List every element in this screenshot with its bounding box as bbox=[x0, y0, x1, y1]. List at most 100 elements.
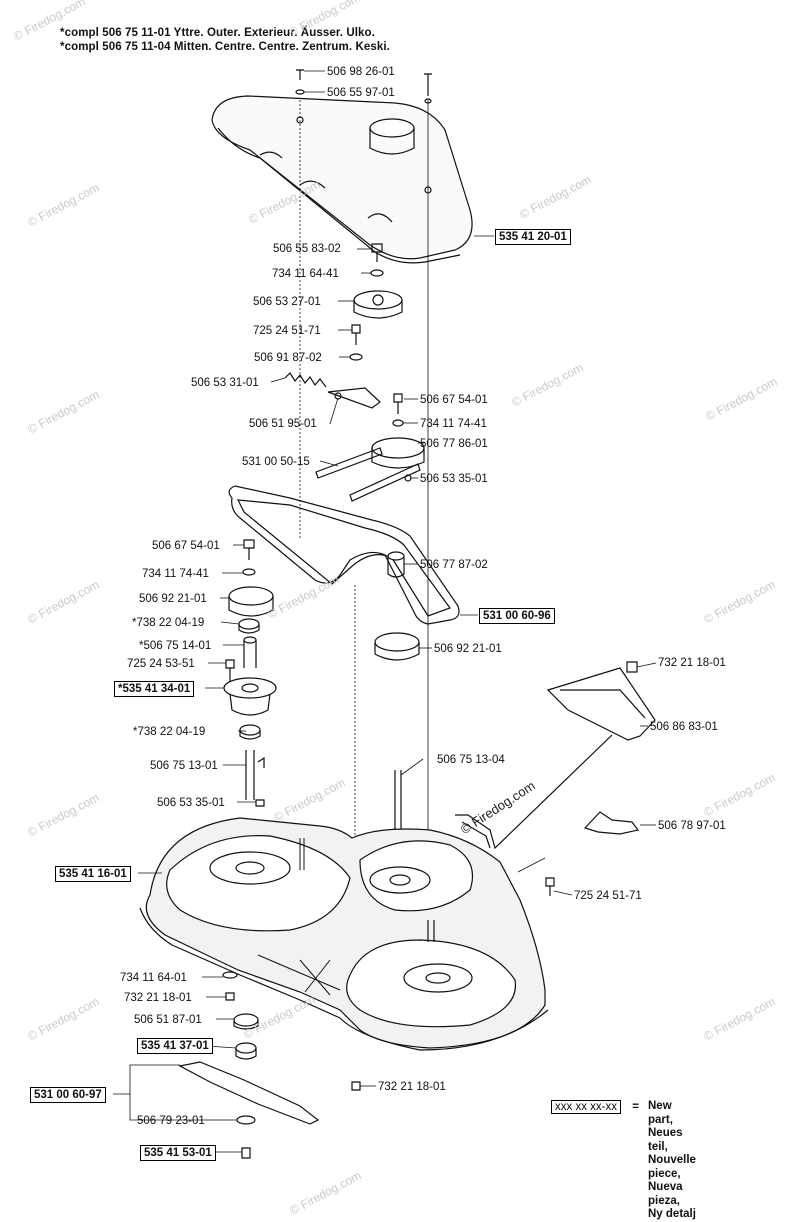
spindle-housing-535-41-34-01 bbox=[223, 677, 277, 699]
part-label-new[interactable]: 535 41 20-01 bbox=[495, 229, 571, 245]
leader bbox=[636, 662, 657, 668]
pulley-506-92-21-01-left bbox=[228, 586, 274, 606]
deck-hole-left bbox=[209, 851, 291, 885]
shaft-506-75-13-01 bbox=[245, 750, 255, 800]
belt-cover-plate bbox=[211, 95, 473, 260]
part-label[interactable]: 725 24 51-71 bbox=[574, 890, 642, 902]
part-label[interactable]: 506 53 27-01 bbox=[253, 296, 321, 308]
bearing-738-22-04-19 bbox=[238, 618, 260, 630]
washer-734-11-64-01 bbox=[222, 971, 238, 979]
part-label[interactable]: 506 79 23-01 bbox=[137, 1115, 205, 1127]
bolt-725-24-51-71-right bbox=[545, 877, 555, 896]
part-label[interactable]: 506 75 13-04 bbox=[437, 754, 505, 766]
part-label[interactable]: 506 75 13-01 bbox=[150, 760, 218, 772]
legend: xxx xx xx-xx = New part, Neues teil, Nou… bbox=[551, 1100, 696, 1220]
washer-506-79-23-01 bbox=[236, 1115, 256, 1125]
belt-531-00-60-96 bbox=[228, 485, 460, 625]
part-label[interactable]: 506 51 87-01 bbox=[134, 1014, 202, 1026]
part-label-new[interactable]: 531 00 60-97 bbox=[30, 1087, 106, 1103]
legend-line: Nouvelle piece, bbox=[648, 1154, 696, 1180]
part-label[interactable]: 506 55 97-01 bbox=[327, 87, 395, 99]
part-label-new[interactable]: 535 41 53-01 bbox=[140, 1145, 216, 1161]
bolt-506-67-54-01-left bbox=[243, 539, 255, 560]
spring-506-53-31-01 bbox=[284, 372, 327, 388]
part-label[interactable]: *738 22 04-19 bbox=[132, 617, 205, 629]
key-506-53-35-01 bbox=[255, 799, 265, 807]
part-label[interactable]: 732 21 18-01 bbox=[124, 992, 192, 1004]
bolt-725-24-51-71 bbox=[351, 324, 361, 345]
part-label[interactable]: 725 24 53-51 bbox=[127, 658, 195, 670]
cover-notch bbox=[299, 180, 326, 189]
hub-535-41-37-01 bbox=[235, 1042, 257, 1054]
part-label[interactable]: 734 11 64-01 bbox=[120, 972, 187, 984]
deck-skirt bbox=[139, 907, 549, 1051]
part-label[interactable]: 506 53 35-01 bbox=[420, 473, 488, 485]
rod-inner bbox=[461, 821, 491, 849]
part-label[interactable]: 506 78 97-01 bbox=[658, 820, 726, 832]
cover-collar-body bbox=[369, 128, 415, 155]
part-label[interactable]: 506 98 26-01 bbox=[327, 66, 395, 78]
leader-lines bbox=[113, 70, 656, 1153]
washer-734-11-64-41 bbox=[370, 269, 384, 277]
part-label[interactable]: *738 22 04-19 bbox=[133, 726, 206, 738]
legend-code: xxx xx xx-xx bbox=[551, 1100, 621, 1114]
part-label[interactable]: 732 21 18-01 bbox=[378, 1081, 446, 1093]
pulley-506-92-21-01-right bbox=[374, 632, 420, 652]
part-label[interactable]: 732 21 18-01 bbox=[658, 657, 726, 669]
part-label-new[interactable]: *535 41 34-01 bbox=[114, 681, 195, 697]
part-label[interactable]: 506 55 83-02 bbox=[273, 243, 341, 255]
cover-notch bbox=[367, 213, 393, 223]
part-label-new[interactable]: 531 00 60-96 bbox=[479, 608, 555, 624]
legend-line: New part, bbox=[648, 1100, 673, 1126]
legend-line: Nueva pieza, bbox=[648, 1181, 683, 1207]
header-line-2: *compl 506 75 11-04 Mitten. Centre. Cent… bbox=[60, 41, 390, 53]
bolt-right-top bbox=[424, 73, 432, 96]
cover-notch bbox=[259, 151, 283, 159]
small-chain-506-78-97-01 bbox=[583, 811, 640, 835]
part-label[interactable]: 506 51 95-01 bbox=[249, 418, 317, 430]
bracket-506-86-83-01 bbox=[546, 667, 656, 741]
washer-734-11-74-41 bbox=[392, 419, 404, 427]
part-label[interactable]: 734 11 74-41 bbox=[420, 418, 487, 430]
belt-guide-531-00-50-15 bbox=[315, 447, 383, 479]
part-label[interactable]: 734 11 64-41 bbox=[272, 268, 339, 280]
part-label[interactable]: 506 67 54-01 bbox=[420, 394, 488, 406]
nut-732-21-18-01 bbox=[225, 992, 235, 1001]
legend-line: Neues teil, bbox=[648, 1127, 683, 1153]
bearing-738-22-04-19-lower bbox=[239, 724, 261, 736]
part-label[interactable]: 506 77 87-02 bbox=[420, 559, 488, 571]
spacer-506-77-87-02 bbox=[387, 551, 405, 561]
cover-collar bbox=[369, 118, 415, 138]
part-label[interactable]: 506 92 21-01 bbox=[139, 593, 207, 605]
part-label[interactable]: 734 11 74-41 bbox=[142, 568, 209, 580]
nut-732-21-18-01-top bbox=[626, 661, 638, 673]
part-label[interactable]: 506 92 21-01 bbox=[434, 643, 502, 655]
bolt-506-98-26-01 bbox=[296, 69, 304, 80]
legend-equals: = bbox=[632, 1101, 639, 1113]
part-label[interactable]: 506 67 54-01 bbox=[152, 540, 220, 552]
part-label[interactable]: 506 86 83-01 bbox=[650, 721, 718, 733]
bolt-535-41-53-01 bbox=[241, 1147, 251, 1159]
part-label[interactable]: 725 24 51-71 bbox=[253, 325, 321, 337]
spacer-506-75-14-01 bbox=[243, 640, 257, 668]
washer-734-11-74-41-left bbox=[242, 568, 256, 576]
nut-732-21-18-01-bottom bbox=[351, 1081, 361, 1091]
part-label[interactable]: 506 77 86-01 bbox=[420, 438, 488, 450]
header-line-1: *compl 506 75 11-01 Yttre. Outer. Exteri… bbox=[60, 27, 375, 39]
idler-arm-506-51-95-01 bbox=[327, 387, 381, 409]
part-label-new[interactable]: 535 41 16-01 bbox=[55, 866, 131, 882]
part-label[interactable]: 506 53 31-01 bbox=[191, 377, 259, 389]
part-label[interactable]: 531 00 50-15 bbox=[242, 456, 310, 468]
deck-hole-center bbox=[369, 866, 431, 894]
bolt-506-67-54-01 bbox=[393, 393, 403, 414]
part-label[interactable]: *506 75 14-01 bbox=[139, 640, 212, 652]
rod bbox=[455, 734, 613, 850]
legend-line: Ny detalj bbox=[648, 1208, 696, 1220]
part-label[interactable]: 506 91 87-02 bbox=[254, 352, 322, 364]
part-label-new[interactable]: 535 41 37-01 bbox=[137, 1038, 213, 1054]
part-label[interactable]: 506 53 35-01 bbox=[157, 797, 225, 809]
pulley-506-53-27-01 bbox=[353, 290, 403, 310]
washer-506-55-97-01 bbox=[295, 89, 305, 95]
